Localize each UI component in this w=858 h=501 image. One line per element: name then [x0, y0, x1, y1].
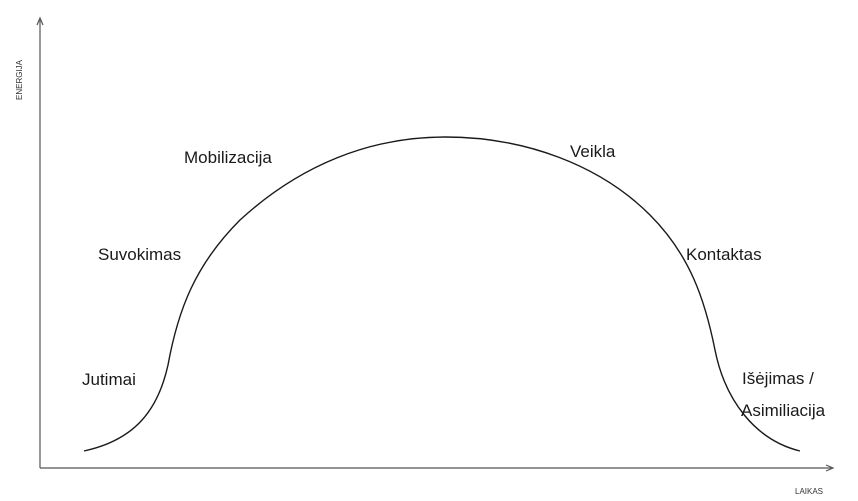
x-axis-arrow	[825, 464, 835, 472]
stage-label-kontaktas: Kontaktas	[686, 245, 762, 264]
stage-label-isejimas: Išėjimas /	[742, 369, 814, 388]
stage-label-mobilizacija: Mobilizacija	[184, 148, 272, 167]
energy-curve	[83, 136, 801, 452]
stage-label-suvokimas: Suvokimas	[98, 245, 181, 264]
x-axis-label: LAIKAS	[795, 487, 823, 496]
y-axis-label: ENERGIJA	[15, 59, 24, 100]
stage-label-jutimai: Jutimai	[82, 370, 136, 389]
y-axis-arrow	[36, 16, 44, 26]
stage-label-asimiliacija: Asimiliacija	[741, 401, 826, 420]
stage-label-veikla: Veikla	[570, 142, 616, 161]
